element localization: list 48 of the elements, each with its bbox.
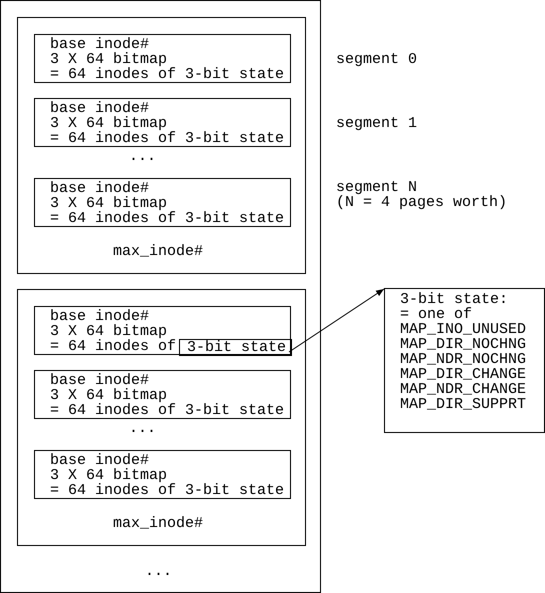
text-line: = 64 inodes of 3-bit state	[50, 483, 284, 498]
state-field-box	[179, 339, 292, 356]
segment-label: segment N	[336, 180, 418, 195]
text-line: = one of	[400, 307, 472, 322]
text-line: = 64 inodes of 3-bit state	[50, 131, 284, 146]
segment-box	[34, 98, 291, 147]
max-inode-label: max_inode#	[113, 244, 204, 259]
text-line: 3 X 64 bitmap	[50, 196, 168, 211]
text-line: 3 X 64 bitmap	[50, 388, 168, 403]
text-line: base inode#	[50, 309, 150, 324]
text-line: = 64 inodes of	[50, 339, 176, 354]
text-line: base inode#	[50, 37, 150, 52]
segment-box	[34, 178, 291, 227]
text-line: = 64 inodes of 3-bit state	[50, 67, 284, 82]
text-line: 3 X 64 bitmap	[50, 324, 168, 339]
text-line: MAP_DIR_NOCHNG	[400, 337, 526, 352]
page-box	[17, 289, 306, 546]
segment-label: (N = 4 pages worth)	[336, 195, 508, 210]
text-line: 3 X 64 bitmap	[50, 52, 168, 67]
segment-label: segment 1	[336, 116, 418, 131]
text-line: 3 X 64 bitmap	[50, 116, 168, 131]
text-line: MAP_DIR_CHANGE	[400, 367, 526, 382]
text-line: MAP_NDR_NOCHNG	[400, 352, 526, 367]
segment-box	[34, 306, 291, 355]
segment-box	[34, 450, 291, 499]
text-line: 3-bit state:	[400, 292, 508, 307]
segment-box	[34, 370, 291, 419]
outer-box	[0, 0, 321, 593]
arrow	[288, 288, 384, 352]
ellipsis-text: ...	[129, 149, 156, 164]
text-line: base inode#	[50, 453, 150, 468]
text-line: MAP_DIR_SUPPRT	[400, 397, 526, 412]
text-line: 3 X 64 bitmap	[50, 468, 168, 483]
ellipsis-text: ...	[145, 564, 172, 579]
text-line: 3-bit state	[187, 340, 286, 355]
segment-box	[34, 34, 291, 83]
text-line: = 64 inodes of 3-bit state	[50, 211, 284, 226]
max-inode-label: max_inode#	[113, 516, 204, 531]
text-line: = 64 inodes of 3-bit state	[50, 403, 284, 418]
ellipsis-text: ...	[129, 421, 156, 436]
page-box	[17, 17, 306, 274]
state-info-box	[384, 288, 545, 433]
text-line: base inode#	[50, 373, 150, 388]
text-line: MAP_INO_UNUSED	[400, 322, 526, 337]
segment-label: segment 0	[336, 52, 418, 67]
text-line: base inode#	[50, 181, 150, 196]
text-line: MAP_NDR_CHANGE	[400, 382, 526, 397]
text-line: base inode#	[50, 101, 150, 116]
